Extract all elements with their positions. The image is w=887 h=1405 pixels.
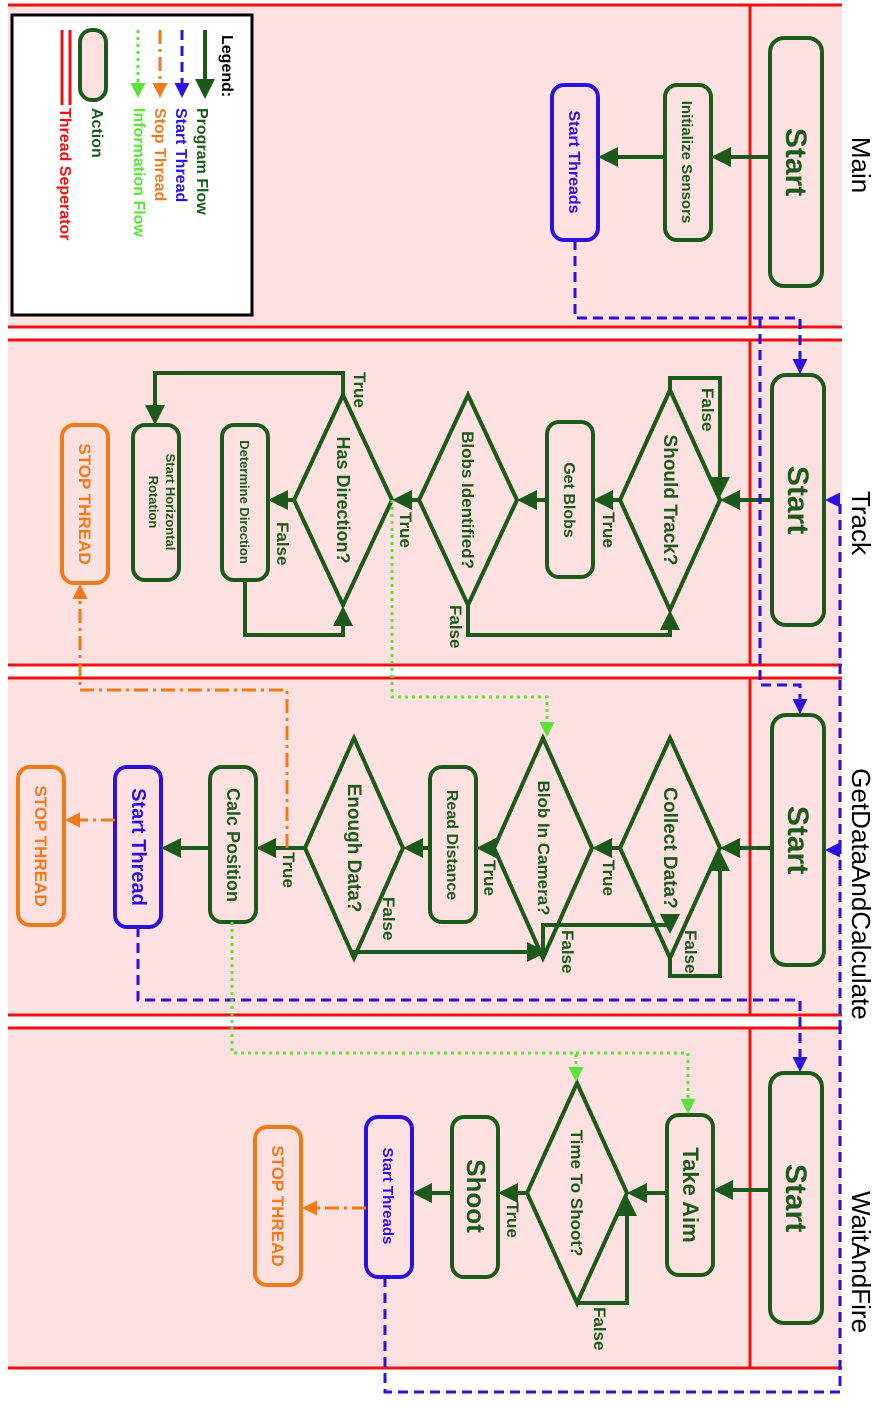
track-true-label-3: True [350, 372, 369, 408]
getdata-true-label-1: True [599, 860, 618, 896]
lane-title-getdata: GetDataAndCalculate [846, 768, 876, 1019]
legend-start-thread: Start Thread [172, 108, 189, 202]
getdata-false-label-1: False [681, 930, 700, 973]
getdata-start-node [770, 713, 826, 967]
waitfire-start-node [768, 1071, 824, 1325]
lane-title-waitfire: WaitAndFire [846, 1191, 876, 1333]
getdata-start-thread-label: Start Thread [127, 788, 149, 906]
getdata-calc-position-label: Calc Position [223, 788, 243, 902]
lane-title-main: Main [846, 137, 876, 193]
getdata-stop-thread-node [16, 765, 66, 927]
track-start-label: Start [781, 466, 814, 534]
track-stop-thread-node [60, 423, 110, 585]
legend: Legend: Program Flow Start Thread Stop T… [10, 13, 254, 317]
lane-waitfire [8, 1026, 842, 1370]
track-true-label-2: True [396, 512, 415, 548]
getdata-true-label-3: True [279, 852, 298, 888]
waitfire-stop-thread-label: STOP THREAD [268, 1145, 287, 1266]
track-start-rotation-node [131, 423, 181, 582]
track-should-track-label: Should Track? [659, 435, 680, 566]
waitfire-start-threads-label: Start Threads [379, 1148, 396, 1245]
track-determine-direction-label: Determine Direction [237, 440, 252, 564]
waitfire-take-aim-label: Take Aim [678, 1147, 703, 1242]
getdata-false-label-3: False [379, 897, 398, 940]
legend-program-flow: Program Flow [193, 108, 210, 215]
getdata-false-label-2: False [558, 930, 577, 973]
lane-title-track: Track [846, 491, 876, 556]
getdata-collect-data-label: Collect Data? [659, 787, 680, 908]
waitfire-stop-thread-node [253, 1125, 303, 1287]
getdata-enough-data-label: Enough Data? [343, 784, 364, 913]
getdata-stop-thread-label: STOP THREAD [31, 785, 50, 906]
main-start-threads-label: Start Threads [565, 110, 582, 213]
track-true-label-1: True [599, 512, 618, 548]
track-start-rotation-label-2: Rotation [146, 476, 161, 529]
main-init-sensors-label: Initialize Sensors [678, 101, 695, 224]
getdata-true-label-2: True [480, 860, 499, 896]
legend-title: Legend: [218, 35, 235, 97]
track-stop-thread-label: STOP THREAD [75, 443, 94, 564]
waitfire-true-label: True [503, 1202, 522, 1238]
main-start-node [768, 36, 824, 288]
track-get-blobs-label: Get Blobs [560, 462, 577, 538]
legend-stop-thread: Stop Thread [151, 108, 168, 201]
waitfire-start-label: Start [779, 1164, 812, 1232]
track-false-label-1: False [698, 388, 717, 431]
track-start-rotation-label-1: Start Horizontal [163, 454, 178, 551]
track-has-direction-label: Has Direction? [333, 436, 353, 563]
getdata-blob-in-camera-label: Blob In Camera? [534, 780, 553, 915]
track-false-label-2: False [446, 605, 465, 648]
track-false-label-3: False [273, 522, 292, 565]
getdata-read-distance-label: Read Distance [443, 790, 460, 900]
waitfire-shoot-label: Shoot [461, 1159, 491, 1233]
waitfire-false-label: False [590, 1307, 609, 1350]
legend-action: Action [88, 108, 105, 158]
main-start-label: Start [779, 128, 812, 196]
track-blobs-identified-label: Blobs Identified? [458, 431, 477, 569]
legend-information-flow: Information Flow [130, 108, 147, 237]
getdata-start-label: Start [781, 806, 814, 874]
legend-thread-separator: Thread Seperator [56, 108, 73, 240]
waitfire-time-to-shoot-label: Time To Shoot? [567, 1130, 586, 1257]
